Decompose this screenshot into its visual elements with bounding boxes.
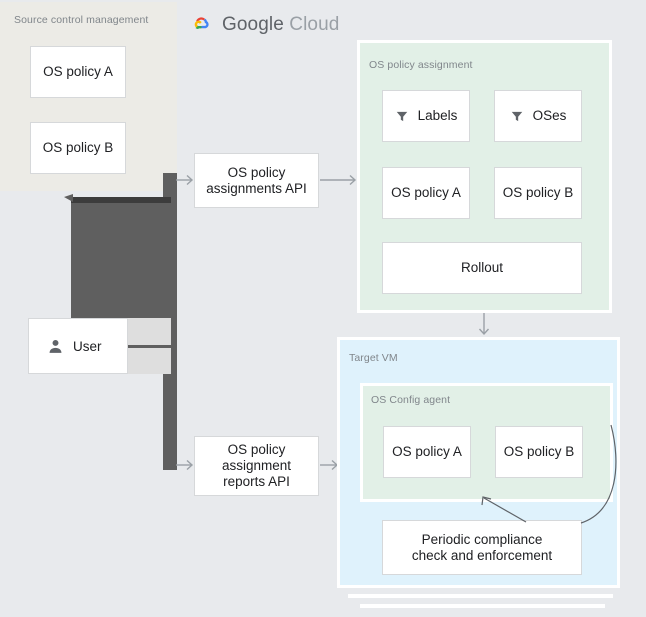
source-control-label: Source control management (14, 14, 149, 26)
user-label: User (73, 338, 102, 354)
user-stack-divider (124, 345, 171, 348)
arrow-spine-to-assignments-api (176, 172, 196, 188)
scm-os-policy-a-box: OS policy A (30, 46, 126, 98)
vm-stack-line-1 (348, 594, 613, 598)
user-box[interactable]: User (28, 318, 128, 374)
agent-os-policy-a-box: OS policy A (383, 426, 471, 478)
google-cloud-logo-icon (188, 14, 214, 36)
agent-os-policy-a-label: OS policy A (392, 444, 462, 459)
arrow-assignments-api-to-panel (320, 172, 360, 188)
google-cloud-brand: Google Cloud (188, 14, 339, 36)
filter-icon (395, 109, 409, 124)
user-flow-block-edge (71, 197, 171, 203)
filter-labels-text: Labels (417, 108, 458, 123)
api-2-line-1: OS policy (227, 442, 286, 457)
scm-os-policy-b-label: OS policy B (42, 140, 114, 155)
google-cloud-wordmark: Google Cloud (222, 14, 339, 36)
os-policy-assignment-label: OS policy assignment (369, 59, 473, 71)
filter-oses-text: OSes (532, 108, 567, 123)
arrow-assignment-to-target-vm (476, 313, 492, 339)
rollout-box: Rollout (382, 242, 582, 294)
feedback-curve (578, 424, 624, 551)
filter-labels-box: Labels (382, 90, 470, 142)
assignment-os-policy-a-box: OS policy A (382, 167, 470, 219)
os-policy-assignment-reports-api-box: OS policy assignment reports API (194, 436, 319, 496)
scm-os-policy-a-label: OS policy A (43, 64, 113, 79)
periodic-compliance-box: Periodic compliance check and enforcemen… (382, 520, 582, 575)
api-1-line-2: assignments API (206, 180, 307, 196)
assignment-os-policy-b-box: OS policy B (494, 167, 582, 219)
os-config-agent-label: OS Config agent (371, 394, 451, 406)
api-2-line-2: assignment (221, 458, 292, 473)
agent-os-policy-b-box: OS policy B (495, 426, 583, 478)
assignment-os-policy-a-label: OS policy A (391, 185, 461, 200)
user-flow-block (71, 197, 171, 340)
os-policy-assignments-api-box: OS policy assignments API (194, 153, 319, 208)
api-2-line-3: reports API (223, 474, 290, 489)
agent-os-policy-b-label: OS policy B (503, 444, 575, 459)
rollout-label: Rollout (460, 260, 504, 275)
compliance-line-1: Periodic compliance (421, 531, 543, 547)
filter-oses-box: OSes (494, 90, 582, 142)
target-vm-label: Target VM (349, 352, 398, 364)
compliance-line-2: check and enforcement (411, 547, 553, 563)
assignment-os-policy-b-label: OS policy B (502, 185, 574, 200)
arrow-spine-to-reports-api (176, 457, 196, 473)
arrow-compliance-to-agent (476, 494, 532, 526)
scm-os-policy-b-box: OS policy B (30, 122, 126, 174)
api-1-line-1: OS policy (227, 164, 286, 180)
flow-tab-top (64, 194, 74, 204)
person-icon (47, 338, 64, 355)
vm-stack-line-2 (360, 604, 605, 608)
filter-icon (510, 109, 524, 124)
brand-google: Google (222, 14, 284, 35)
brand-cloud: Cloud (289, 14, 340, 35)
